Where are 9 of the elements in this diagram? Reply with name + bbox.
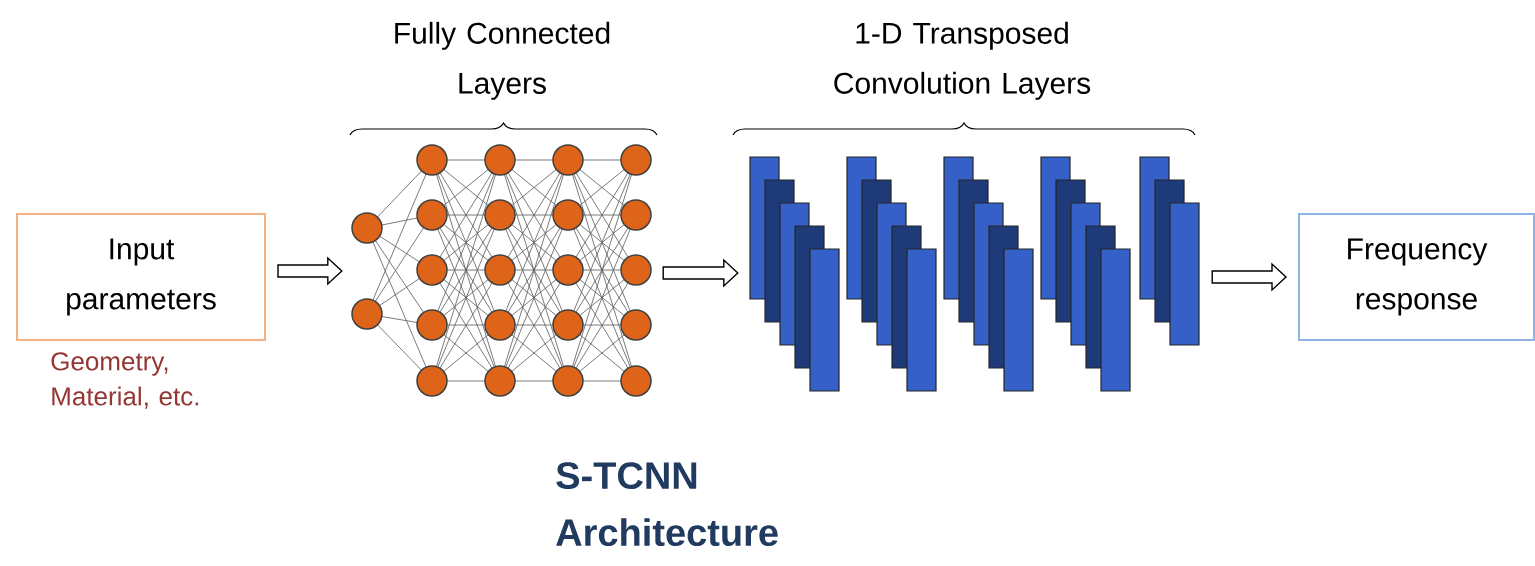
layer-heading: Fully Connected Layers (395, 21, 610, 100)
layer-heading: 1-D Transposed Convolution Layers (834, 21, 1091, 100)
text-box: Input parameters (16, 213, 266, 341)
arrow (1211, 262, 1288, 292)
text-box: Frequency response (1298, 213, 1535, 341)
arrow (662, 258, 739, 288)
caption: S-TCNN Architecture (556, 462, 778, 547)
arrow (277, 256, 343, 286)
note-text: Geometry, Material, etc. (51, 352, 199, 409)
